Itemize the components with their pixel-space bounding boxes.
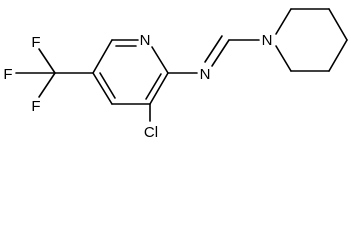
fluorine-top-label: F — [31, 34, 40, 51]
bond-pip-c6-n — [275, 45, 292, 72]
fluorine-bottom-label: F — [31, 98, 40, 115]
bond-c5-c6 — [92, 39, 113, 74]
bond-imine-n-ch — [211, 39, 230, 67]
bond-pip-n-c2 — [275, 8, 292, 35]
bond-n1-c2 — [151, 46, 169, 74]
pyridine-ring — [92, 39, 169, 105]
chemical-structure-diagram: N N N Cl F F F — [3, 8, 348, 141]
bond-imine-n-ch-double — [204, 35, 223, 63]
bond-inner-c4-c5 — [99, 72, 116, 99]
pyridine-nitrogen-label: N — [140, 32, 151, 49]
bond-c-f-top — [38, 48, 56, 74]
fluorine-left-label: F — [3, 66, 12, 83]
amidine-linker — [167, 35, 260, 74]
bond-inner-c2-c3 — [145, 73, 162, 100]
piperidine-nitrogen-label: N — [262, 32, 273, 49]
piperidine-ring — [275, 8, 348, 72]
bond-c2-c3 — [149, 72, 169, 105]
bond-pip-c3-c4 — [328, 8, 348, 41]
bond-c-f-bottom — [38, 72, 56, 98]
bond-pip-c4-c5 — [328, 39, 348, 72]
trifluoromethyl-group — [15, 48, 94, 98]
imine-nitrogen-label: N — [200, 66, 211, 83]
bond-c4-c5 — [92, 72, 113, 105]
chlorine-label: Cl — [144, 124, 158, 141]
